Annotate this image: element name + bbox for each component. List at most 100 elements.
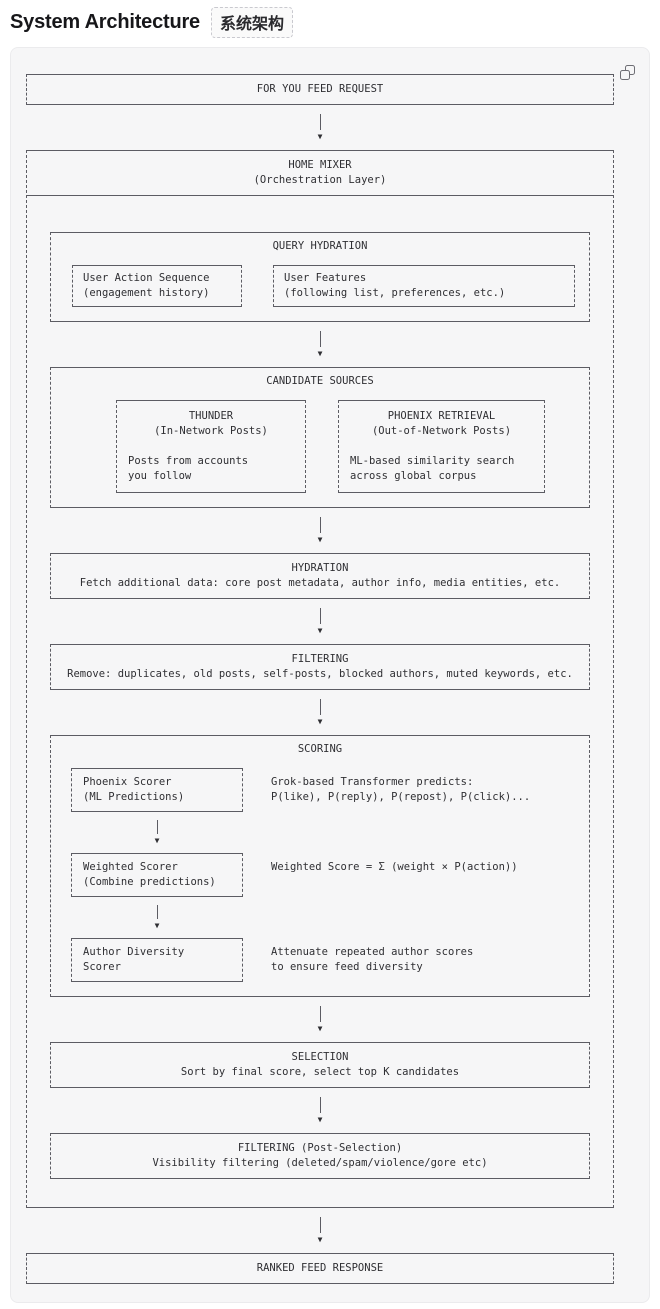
thunder-subtitle: (In-Network Posts)	[154, 425, 268, 437]
home-mixer-header: HOME MIXER (Orchestration Layer)	[27, 151, 613, 196]
home-mixer-box: HOME MIXER (Orchestration Layer) QUERY H…	[26, 150, 614, 1208]
flow-arrow: ▼	[27, 331, 613, 358]
selection-box: SELECTION Sort by final score, select to…	[50, 1042, 590, 1088]
arrow-head-icon: ▼	[317, 535, 323, 544]
thunder-box: THUNDER (In-Network Posts) Posts from ac…	[116, 400, 306, 493]
architecture-diagram: FOR YOU FEED REQUEST ▼ HOME MIXER (Orche…	[26, 74, 614, 1284]
weighted-scorer-note: Weighted Score = Σ (weight × P(action))	[271, 853, 518, 875]
user-features-line1: User Features	[284, 272, 367, 284]
phoenix-retrieval-subtitle: (Out-of-Network Posts)	[371, 425, 512, 437]
arrow-stem	[156, 820, 158, 834]
post-selection-filtering-title: FILTERING (Post-Selection)	[237, 1142, 403, 1154]
query-hydration-title: QUERY HYDRATION	[272, 240, 368, 252]
arrow-head-icon: ▼	[317, 132, 323, 141]
arrow-head-icon: ▼	[154, 921, 160, 930]
filtering-desc: Remove: duplicates, old posts, self-post…	[67, 668, 573, 680]
thunder-desc-line2: you follow	[128, 470, 192, 482]
weighted-scorer-row: Weighted Scorer (Combine predictions) We…	[51, 853, 589, 897]
phoenix-scorer-note: Grok-based Transformer predicts: P(like)…	[271, 768, 530, 805]
arrow-stem	[319, 1006, 321, 1022]
arrow-stem	[319, 699, 321, 715]
arrow-head-icon: ▼	[317, 349, 323, 358]
arrow-head-icon: ▼	[154, 836, 160, 845]
phoenix-retrieval-desc-line1: ML-based similarity search	[350, 455, 515, 467]
arrow-stem	[319, 608, 321, 624]
arrow-stem	[319, 114, 321, 130]
weighted-scorer-line2: (Combine predictions)	[83, 876, 216, 888]
user-action-sequence-line1: User Action Sequence	[83, 272, 210, 284]
query-hydration-row: User Action Sequence (engagement history…	[72, 265, 589, 307]
diagram-card: FOR YOU FEED REQUEST ▼ HOME MIXER (Orche…	[10, 47, 650, 1303]
author-diversity-scorer-box: Author Diversity Scorer	[71, 938, 243, 982]
ranked-feed-response-box: RANKED FEED RESPONSE	[26, 1253, 614, 1284]
phoenix-scorer-box: Phoenix Scorer (ML Predictions)	[71, 768, 243, 812]
page-title: System Architecture	[10, 11, 200, 33]
flow-arrow: ▼	[27, 517, 613, 544]
phoenix-scorer-line2: (ML Predictions)	[83, 791, 185, 803]
phoenix-scorer-row: Phoenix Scorer (ML Predictions) Grok-bas…	[51, 768, 589, 812]
ranked-feed-response-label: RANKED FEED RESPONSE	[256, 1262, 384, 1274]
author-diversity-scorer-note-line1: Attenuate repeated author scores	[271, 946, 474, 958]
selection-title: SELECTION	[291, 1051, 349, 1063]
arrow-stem	[319, 1097, 321, 1113]
home-mixer-body: QUERY HYDRATION User Action Sequence (en…	[27, 196, 613, 1207]
arrow-stem	[319, 1217, 321, 1233]
weighted-scorer-line1: Weighted Scorer	[83, 861, 178, 873]
home-mixer-subtitle: (Orchestration Layer)	[253, 174, 387, 186]
copy-icon	[619, 64, 635, 80]
scoring-box: SCORING Phoenix Scorer (ML Predictions) …	[50, 735, 590, 997]
arrow-stem	[319, 517, 321, 533]
phoenix-retrieval-box: PHOENIX RETRIEVAL (Out-of-Network Posts)…	[338, 400, 545, 493]
user-action-sequence-box: User Action Sequence (engagement history…	[72, 265, 242, 307]
weighted-scorer-note-line1: Weighted Score = Σ (weight × P(action))	[271, 861, 518, 873]
author-diversity-scorer-note-line2: to ensure feed diversity	[271, 961, 423, 973]
selection-desc: Sort by final score, select top K candid…	[180, 1066, 460, 1078]
flow-arrow: ▼	[27, 608, 613, 635]
candidate-sources-row: THUNDER (In-Network Posts) Posts from ac…	[116, 400, 589, 493]
author-diversity-scorer-line1: Author Diversity	[83, 946, 185, 958]
filtering-title: FILTERING	[291, 653, 349, 665]
flow-arrow: ▼	[26, 114, 614, 141]
arrow-stem	[319, 331, 321, 347]
phoenix-retrieval-title: PHOENIX RETRIEVAL	[387, 410, 496, 422]
thunder-desc-line1: Posts from accounts	[128, 455, 249, 467]
hydration-desc: Fetch additional data: core post metadat…	[79, 577, 561, 589]
arrow-head-icon: ▼	[317, 717, 323, 726]
page-header: System Architecture 系统架构	[0, 0, 660, 47]
user-action-sequence-line2: (engagement history)	[83, 287, 210, 299]
arrow-head-icon: ▼	[317, 626, 323, 635]
hydration-title: HYDRATION	[291, 562, 349, 574]
user-features-line2: (following list, preferences, etc.)	[284, 287, 506, 299]
filtering-box: FILTERING Remove: duplicates, old posts,…	[50, 644, 590, 690]
post-selection-filtering-desc: Visibility filtering (deleted/spam/viole…	[152, 1157, 488, 1169]
candidate-sources-box: CANDIDATE SOURCES THUNDER (In-Network Po…	[50, 367, 590, 508]
flow-arrow: ▼	[27, 1006, 613, 1033]
page-title-tag: 系统架构	[210, 7, 293, 38]
scoring-title: SCORING	[297, 743, 343, 755]
user-features-box: User Features (following list, preferenc…	[273, 265, 575, 307]
phoenix-retrieval-desc-line2: across global corpus	[350, 470, 477, 482]
for-you-feed-request-label: FOR YOU FEED REQUEST	[256, 83, 384, 95]
copy-button[interactable]	[616, 61, 638, 83]
arrow-head-icon: ▼	[317, 1235, 323, 1244]
post-selection-filtering-box: FILTERING (Post-Selection) Visibility fi…	[50, 1133, 590, 1179]
candidate-sources-title: CANDIDATE SOURCES	[266, 375, 374, 387]
author-diversity-scorer-note: Attenuate repeated author scores to ensu…	[271, 938, 473, 975]
flow-arrow: ▼	[26, 1217, 614, 1244]
arrow-head-icon: ▼	[317, 1115, 323, 1124]
for-you-feed-request-box: FOR YOU FEED REQUEST	[26, 74, 614, 105]
flow-arrow: ▼	[71, 905, 243, 930]
arrow-head-icon: ▼	[317, 1024, 323, 1033]
flow-arrow: ▼	[71, 820, 243, 845]
flow-arrow: ▼	[27, 699, 613, 726]
query-hydration-box: QUERY HYDRATION User Action Sequence (en…	[50, 232, 590, 322]
hydration-box: HYDRATION Fetch additional data: core po…	[50, 553, 590, 599]
home-mixer-title: HOME MIXER	[288, 159, 352, 171]
phoenix-scorer-note-line2: P(like), P(reply), P(repost), P(click)..…	[271, 791, 531, 803]
phoenix-scorer-note-line1: Grok-based Transformer predicts:	[271, 776, 474, 788]
author-diversity-scorer-line2: Scorer	[83, 961, 121, 973]
arrow-stem	[156, 905, 158, 919]
flow-arrow: ▼	[27, 1097, 613, 1124]
author-diversity-scorer-row: Author Diversity Scorer Attenuate repeat…	[51, 938, 589, 982]
weighted-scorer-box: Weighted Scorer (Combine predictions)	[71, 853, 243, 897]
